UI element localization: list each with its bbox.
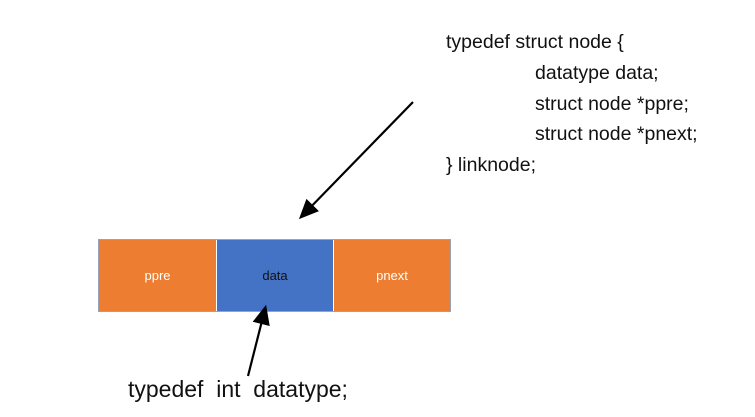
code-line-typedef: typedef struct node { [446,31,624,53]
struct-definition-code: typedef struct node { datatype data; str… [446,27,698,181]
struct-to-node-arrow [298,101,414,220]
code-line-ppre-field: struct node *ppre; [535,92,689,115]
caption-to-data-arrow [246,304,270,377]
node-cell-data: data [217,240,334,311]
node-cell-ppre: ppre [99,240,217,311]
code-line-pnext-field: struct node *pnext; [535,123,698,146]
node-cell-pnext: pnext [334,240,450,311]
linked-list-node: ppre data pnext [98,239,451,312]
code-line-closing: } linknode; [446,154,536,177]
code-line-data-field: datatype data; [535,61,659,84]
datatype-typedef-caption: typedef int datatype; [128,376,348,402]
